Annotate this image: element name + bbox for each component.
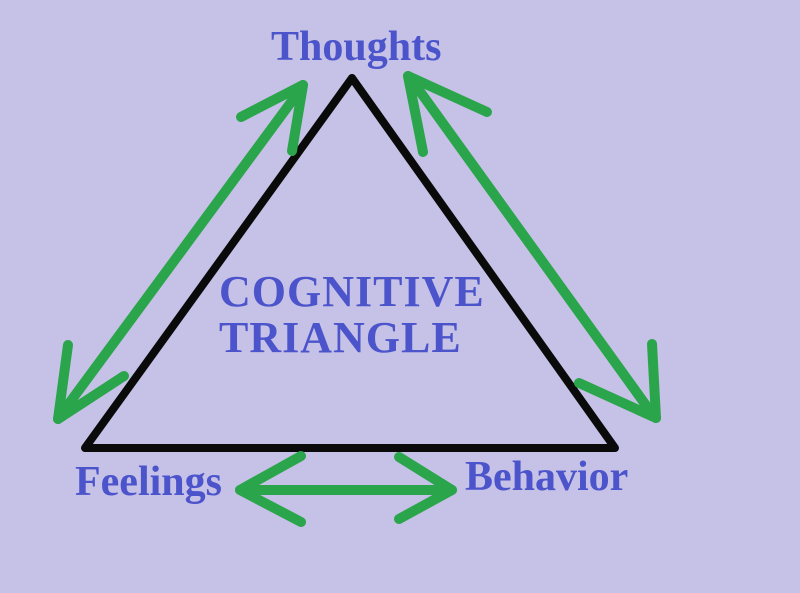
arrowhead-barb [647,339,661,423]
arrowhead-barb [403,71,492,117]
label-behavior: Behavior [465,454,629,500]
arrow-thoughts-feelings [53,80,308,424]
triangle-outline [81,74,619,452]
arrowhead-barb [236,80,308,122]
arrowhead-barb [53,340,73,424]
center-title: COGNITIVE TRIANGLE [219,269,485,361]
arrow-thoughts-behavior [403,71,661,423]
arrowhead-barb [235,485,306,527]
center-title-line1: COGNITIVE [219,267,485,316]
arrow-feelings-behavior [235,451,457,527]
arrow-shaft [406,74,658,420]
arrowhead-barb [574,378,661,423]
arrowhead-barb [53,371,129,424]
label-feelings: Feelings [75,459,222,505]
arrowhead-barb [287,80,308,156]
arrowhead-barb [235,451,306,495]
arrowhead-barb [394,485,457,524]
arrowhead-barb [403,71,428,157]
label-thoughts: Thoughts [271,24,442,70]
arrowhead-barb [394,452,457,495]
center-title-line2: TRIANGLE [219,313,462,362]
arrow-shaft [57,85,305,418]
